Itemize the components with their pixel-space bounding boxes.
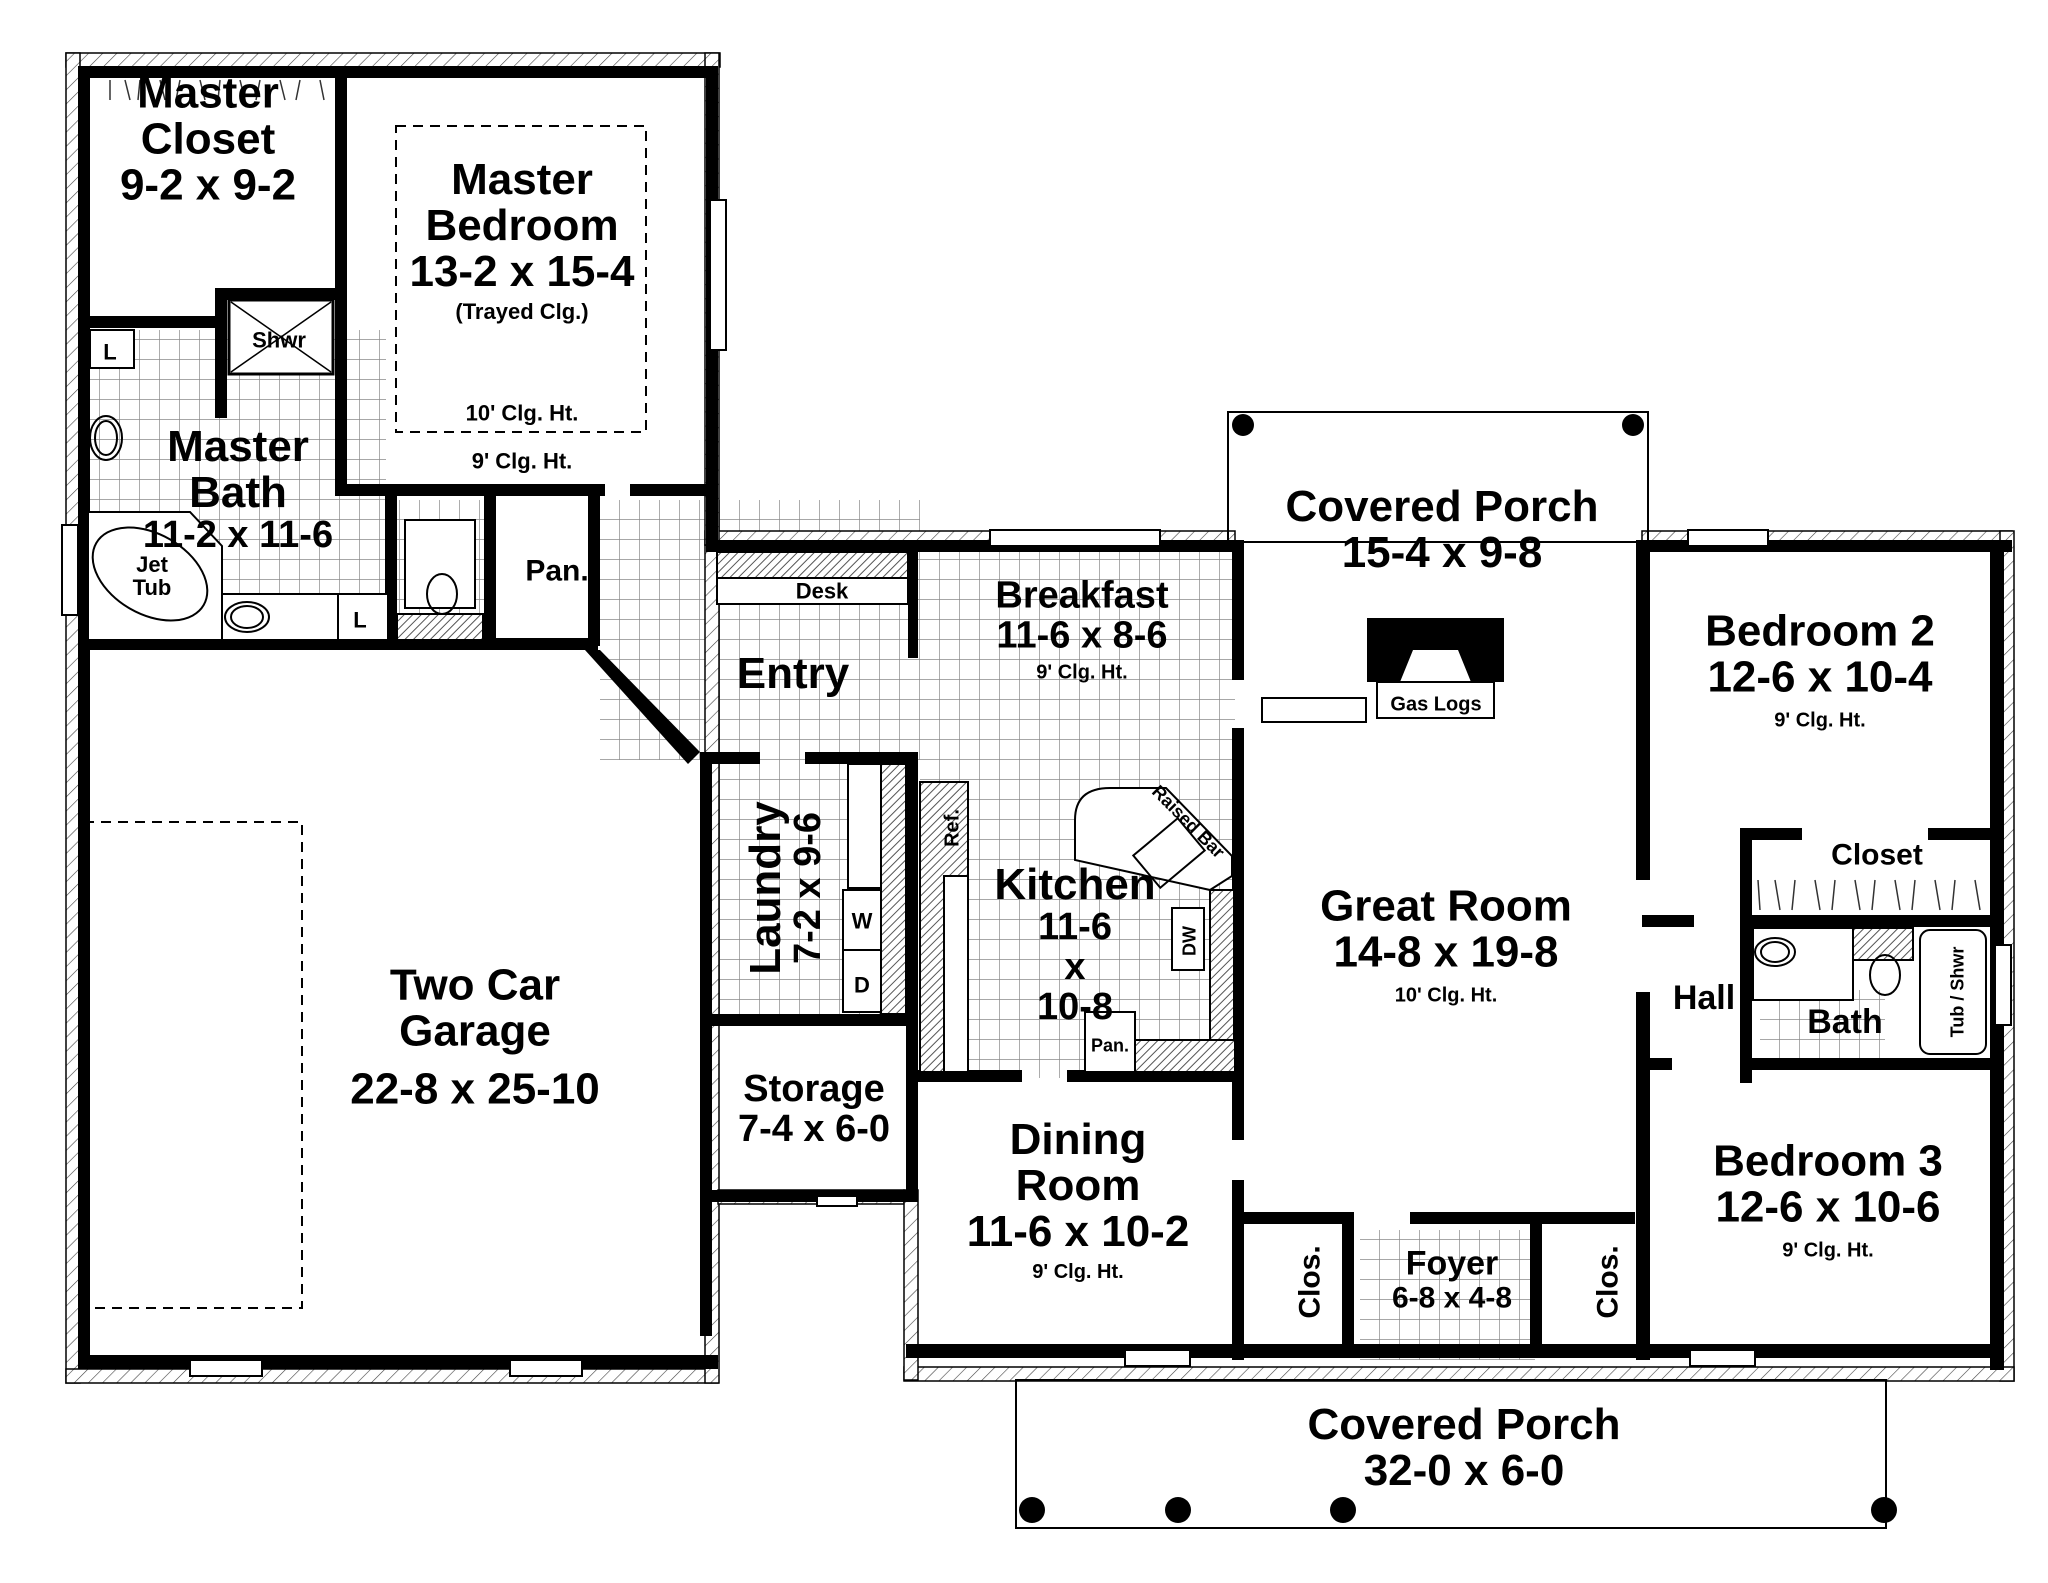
shower-box <box>227 298 335 376</box>
storage-label: Storage 7-4 x 6-0 <box>737 1068 891 1150</box>
master-bedroom-label: Master Bedroom 13-2 x 15-4 (Trayed Clg.) <box>409 155 635 324</box>
porch-columns <box>1019 414 1897 1523</box>
washer-label: W <box>851 908 873 934</box>
interior-walls <box>78 66 2012 1370</box>
dining-room-label: Dining Room 11-6 x 10-2 9' Clg. Ht. <box>966 1115 1190 1283</box>
jet-tub <box>87 511 223 641</box>
master-closet-label: Master Closet 9-2 x 9-2 <box>119 68 297 211</box>
tray-ceiling-outline <box>395 125 647 433</box>
fireplace <box>1367 618 1504 719</box>
garage-label: Two Car Garage 22-8 x 25-10 <box>350 960 600 1115</box>
hall-label: Hall <box>1672 979 1736 1018</box>
foyer-closet-left-label: Clos. <box>1293 1245 1327 1319</box>
jet-tub-label: Jet Tub <box>132 551 172 600</box>
bedroom-2-closet-label: Closet <box>1831 838 1923 872</box>
foyer-closet-right-label: Clos. <box>1591 1245 1625 1319</box>
pantry-label: Pan. <box>525 554 589 588</box>
desk-label: Desk <box>795 578 849 604</box>
front-covered-porch-label: Covered Porch 32-0 x 6-0 <box>1307 1399 1621 1495</box>
dishwasher-label: DW <box>1179 926 1200 956</box>
foyer-label: Foyer 6-8 x 4-8 <box>1391 1244 1513 1315</box>
refrigerator-label: Ref. <box>941 809 964 847</box>
shower-label: Shwr <box>252 327 306 353</box>
garage-parking-outline <box>83 821 303 1309</box>
linen-closet-label: L <box>103 339 117 365</box>
breakfast-label: Breakfast 11-6 x 8-6 9' Clg. Ht. <box>995 574 1169 684</box>
master-bath-label: Master Bath 11-2 x 11-6 <box>142 421 334 557</box>
great-room-label: Great Room 14-8 x 19-8 10' Clg. Ht. <box>1320 881 1572 1007</box>
kitchen-label: Kitchen 11-6 x 10-8 <box>994 860 1156 1029</box>
windows <box>61 199 2012 1377</box>
bath-label: Bath <box>1807 1003 1883 1042</box>
rear-covered-porch-label: Covered Porch 15-4 x 9-8 <box>1285 481 1599 577</box>
master-bedroom-ceiling: 9' Clg. Ht. <box>471 448 573 474</box>
kitchen-pantry-label: Pan. <box>1090 1035 1130 1056</box>
rear-porch-outline <box>1227 411 1649 543</box>
laundry-label: Laundry 7-2 x 9-6 <box>740 801 830 975</box>
tub-shower-label: Tub / Shwr <box>1947 946 1968 1038</box>
cabinets <box>89 329 1987 1073</box>
bedroom-3-label: Bedroom 3 12-6 x 10-6 9' Clg. Ht. <box>1713 1136 1943 1262</box>
entry-label: Entry <box>736 648 850 698</box>
master-bedroom-tray-ceiling: 10' Clg. Ht. <box>465 400 579 426</box>
sinks <box>89 415 1901 996</box>
closet-rods <box>109 79 1981 911</box>
dryer-label: D <box>854 972 870 998</box>
front-porch-outline <box>1015 1379 1887 1529</box>
gas-logs-label: Gas Logs <box>1390 693 1482 716</box>
linen-closet-label-2: L <box>353 607 367 633</box>
bedroom-2-label: Bedroom 2 12-6 x 10-4 9' Clg. Ht. <box>1705 606 1935 732</box>
